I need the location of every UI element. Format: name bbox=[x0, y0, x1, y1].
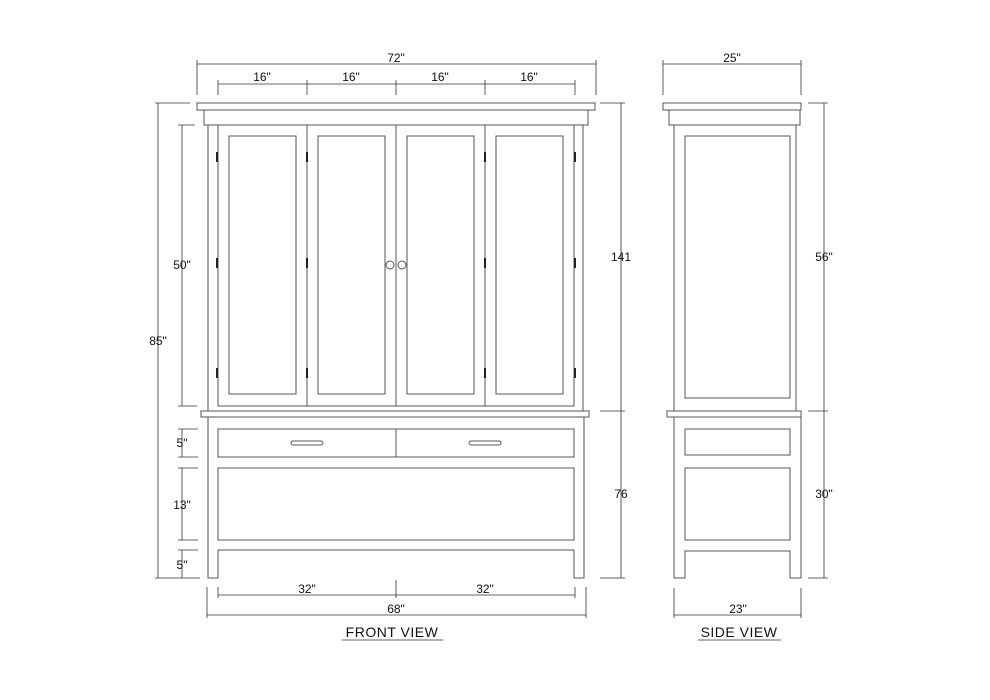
front-lower-carcass bbox=[207, 417, 585, 579]
side-upper-panel bbox=[684, 135, 791, 399]
side-lower-panel bbox=[684, 467, 791, 541]
door-3 bbox=[395, 124, 486, 407]
dim-overall-width: 72" bbox=[387, 51, 405, 65]
front-waist-ledge bbox=[200, 410, 590, 418]
dim-upper-door-height: 50" bbox=[173, 258, 191, 272]
hinges bbox=[216, 152, 576, 378]
dim-side-lower-height: 30" bbox=[815, 487, 833, 501]
dim-side-top-depth: 25" bbox=[723, 51, 741, 65]
door-knob-icon bbox=[385, 260, 395, 270]
dim-drawer-height: 5" bbox=[177, 436, 188, 450]
dim-lower-height-right: 76 bbox=[614, 487, 628, 501]
dim-side-upper-height: 56" bbox=[815, 250, 833, 264]
dim-bottom-half: 32" bbox=[476, 582, 494, 596]
door-2-panel bbox=[317, 135, 386, 395]
drawer-pull-icon bbox=[290, 440, 324, 446]
door-4 bbox=[484, 124, 575, 407]
dim-bottom-width: 68" bbox=[387, 602, 405, 616]
side-lower-carcass bbox=[673, 417, 802, 579]
dim-lower-panel-height: 13" bbox=[173, 498, 191, 512]
door-1 bbox=[217, 124, 308, 407]
dim-side-base-depth: 23" bbox=[729, 602, 747, 616]
dim-door-width: 16" bbox=[431, 70, 449, 84]
side-upper-carcass bbox=[673, 124, 797, 412]
dim-bottom-half: 32" bbox=[298, 582, 316, 596]
side-drawer bbox=[684, 428, 791, 456]
dim-door-width: 16" bbox=[520, 70, 538, 84]
dim-overall-height: 85" bbox=[149, 334, 167, 348]
door-1-panel bbox=[228, 135, 297, 395]
drawer-1 bbox=[217, 428, 397, 458]
drawer-2 bbox=[395, 428, 575, 458]
side-waist-ledge bbox=[666, 410, 802, 418]
front-crown-frieze bbox=[203, 109, 589, 126]
side-view-title: SIDE VIEW bbox=[701, 624, 778, 640]
front-view-title: FRONT VIEW bbox=[346, 624, 439, 640]
dim-upper-height-right: 141 bbox=[611, 250, 631, 264]
side-crown-top bbox=[662, 102, 802, 111]
door-2 bbox=[306, 124, 397, 407]
door-3-panel bbox=[406, 135, 475, 395]
dim-door-width: 16" bbox=[253, 70, 271, 84]
lower-panel bbox=[217, 467, 575, 541]
dim-door-width: 16" bbox=[342, 70, 360, 84]
drawer-pull-icon bbox=[468, 440, 502, 446]
front-crown-top bbox=[196, 102, 596, 111]
dim-base-height: 5" bbox=[177, 558, 188, 572]
door-knob-icon bbox=[397, 260, 407, 270]
side-crown-frieze bbox=[668, 109, 801, 126]
door-4-panel bbox=[495, 135, 564, 395]
